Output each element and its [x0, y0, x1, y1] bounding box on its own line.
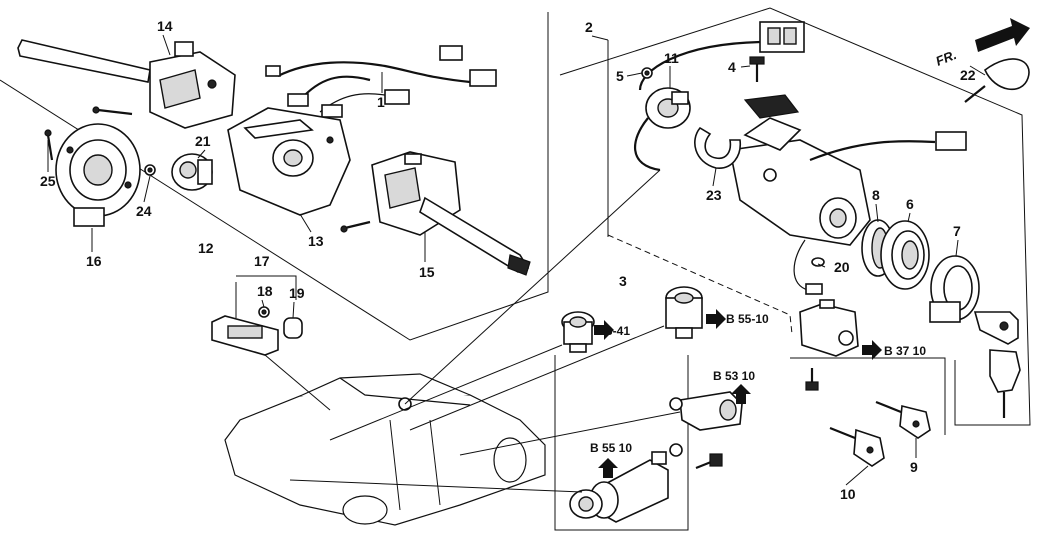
combination-switch-left[interactable] — [17, 39, 236, 129]
callout-24: 24 — [136, 203, 152, 219]
bezel-6[interactable] — [880, 220, 930, 290]
vehicle-outline — [224, 373, 546, 526]
ref-door-cylinder-bottom[interactable]: B 55 10 — [590, 441, 632, 455]
wire-harness[interactable] — [265, 45, 497, 118]
screw-left-top — [92, 106, 133, 116]
key-10[interactable] — [829, 426, 885, 467]
callout-labels: 1 2 3 4 5 6 7 8 9 10 11 12 13 14 15 16 1… — [40, 18, 976, 502]
key-set-right[interactable] — [973, 311, 1021, 418]
callout-17: 17 — [254, 253, 270, 269]
cable-reel[interactable] — [55, 123, 141, 227]
callout-1: 1 — [377, 94, 385, 110]
callout-8: 8 — [872, 187, 880, 203]
steering-lock-assembly[interactable] — [729, 94, 871, 246]
callout-22: 22 — [960, 67, 976, 83]
nut-bottom — [669, 443, 683, 457]
callout-18: 18 — [257, 283, 273, 299]
ref-ignition-unit[interactable]: B 37 10 — [884, 344, 926, 358]
group-boundary-lines — [0, 7, 1031, 531]
leader-lines — [264, 169, 681, 493]
ref-glove-lock[interactable]: B 53 10 — [713, 369, 755, 383]
ref-arrow-glove — [731, 384, 751, 404]
screw-5 — [641, 67, 653, 79]
front-direction-indicator — [975, 18, 1030, 52]
ignition-unit[interactable] — [799, 299, 859, 357]
trunk-lock-cylinder[interactable] — [561, 311, 595, 353]
callout-2: 2 — [585, 19, 593, 35]
door-lock-cylinder-top[interactable] — [665, 286, 703, 339]
callout-5: 5 — [616, 68, 624, 84]
ignition-switch[interactable] — [634, 87, 691, 172]
callout-13: 13 — [308, 233, 324, 249]
callout-3: 3 — [619, 273, 627, 289]
ref-arrow-door-top — [706, 309, 726, 329]
callout-9: 9 — [910, 459, 918, 475]
key-9[interactable] — [875, 400, 931, 439]
callout-7: 7 — [953, 223, 961, 239]
shear-bolt-4 — [749, 56, 765, 82]
callout-12: 12 — [198, 240, 214, 256]
callout-23: 23 — [706, 187, 722, 203]
screw-right — [340, 220, 371, 233]
cable-tie-22[interactable] — [964, 58, 1030, 103]
cancel-sleeve[interactable] — [171, 153, 213, 191]
callout-20: 20 — [834, 259, 850, 275]
callout-15: 15 — [419, 264, 435, 280]
ref-arrow-ignition — [862, 340, 882, 360]
group-bracket-17 — [235, 275, 297, 318]
callout-10: 10 — [840, 486, 856, 502]
callout-19: 19 — [289, 285, 305, 301]
callout-21: 21 — [195, 133, 211, 149]
door-lock-cylinder-bottom[interactable] — [569, 451, 669, 523]
callout-4: 4 — [728, 59, 736, 75]
cover-7[interactable] — [929, 255, 980, 323]
callout-14: 14 — [157, 18, 173, 34]
callout-6: 6 — [906, 196, 914, 212]
callout-25: 25 — [40, 173, 56, 189]
bolt-bottom — [695, 453, 723, 470]
glove-lock-cylinder[interactable] — [669, 391, 743, 431]
reference-labels[interactable]: B-41 B 55-10 B 37 10 B 53 10 B 55 10 — [590, 309, 926, 478]
nut-24 — [144, 164, 156, 176]
front-direction-label: FR. — [934, 47, 959, 69]
callout-11: 11 — [664, 50, 679, 66]
glove-box-latch[interactable] — [211, 306, 303, 356]
combination-switch-right[interactable] — [371, 151, 531, 276]
ref-door-cylinder-top[interactable]: B 55-10 — [726, 312, 769, 326]
ref-arrow-trunk — [594, 320, 614, 340]
o-ring-20 — [811, 257, 825, 267]
ref-arrow-door-bottom — [598, 458, 618, 478]
clamp-23[interactable] — [694, 126, 741, 169]
screw-25 — [44, 129, 54, 161]
bolt-center — [805, 368, 819, 391]
ref-trunk-lock[interactable]: B-41 — [604, 324, 630, 338]
callout-leaders — [47, 34, 986, 486]
switch-body[interactable] — [227, 107, 351, 216]
callout-16: 16 — [86, 253, 102, 269]
